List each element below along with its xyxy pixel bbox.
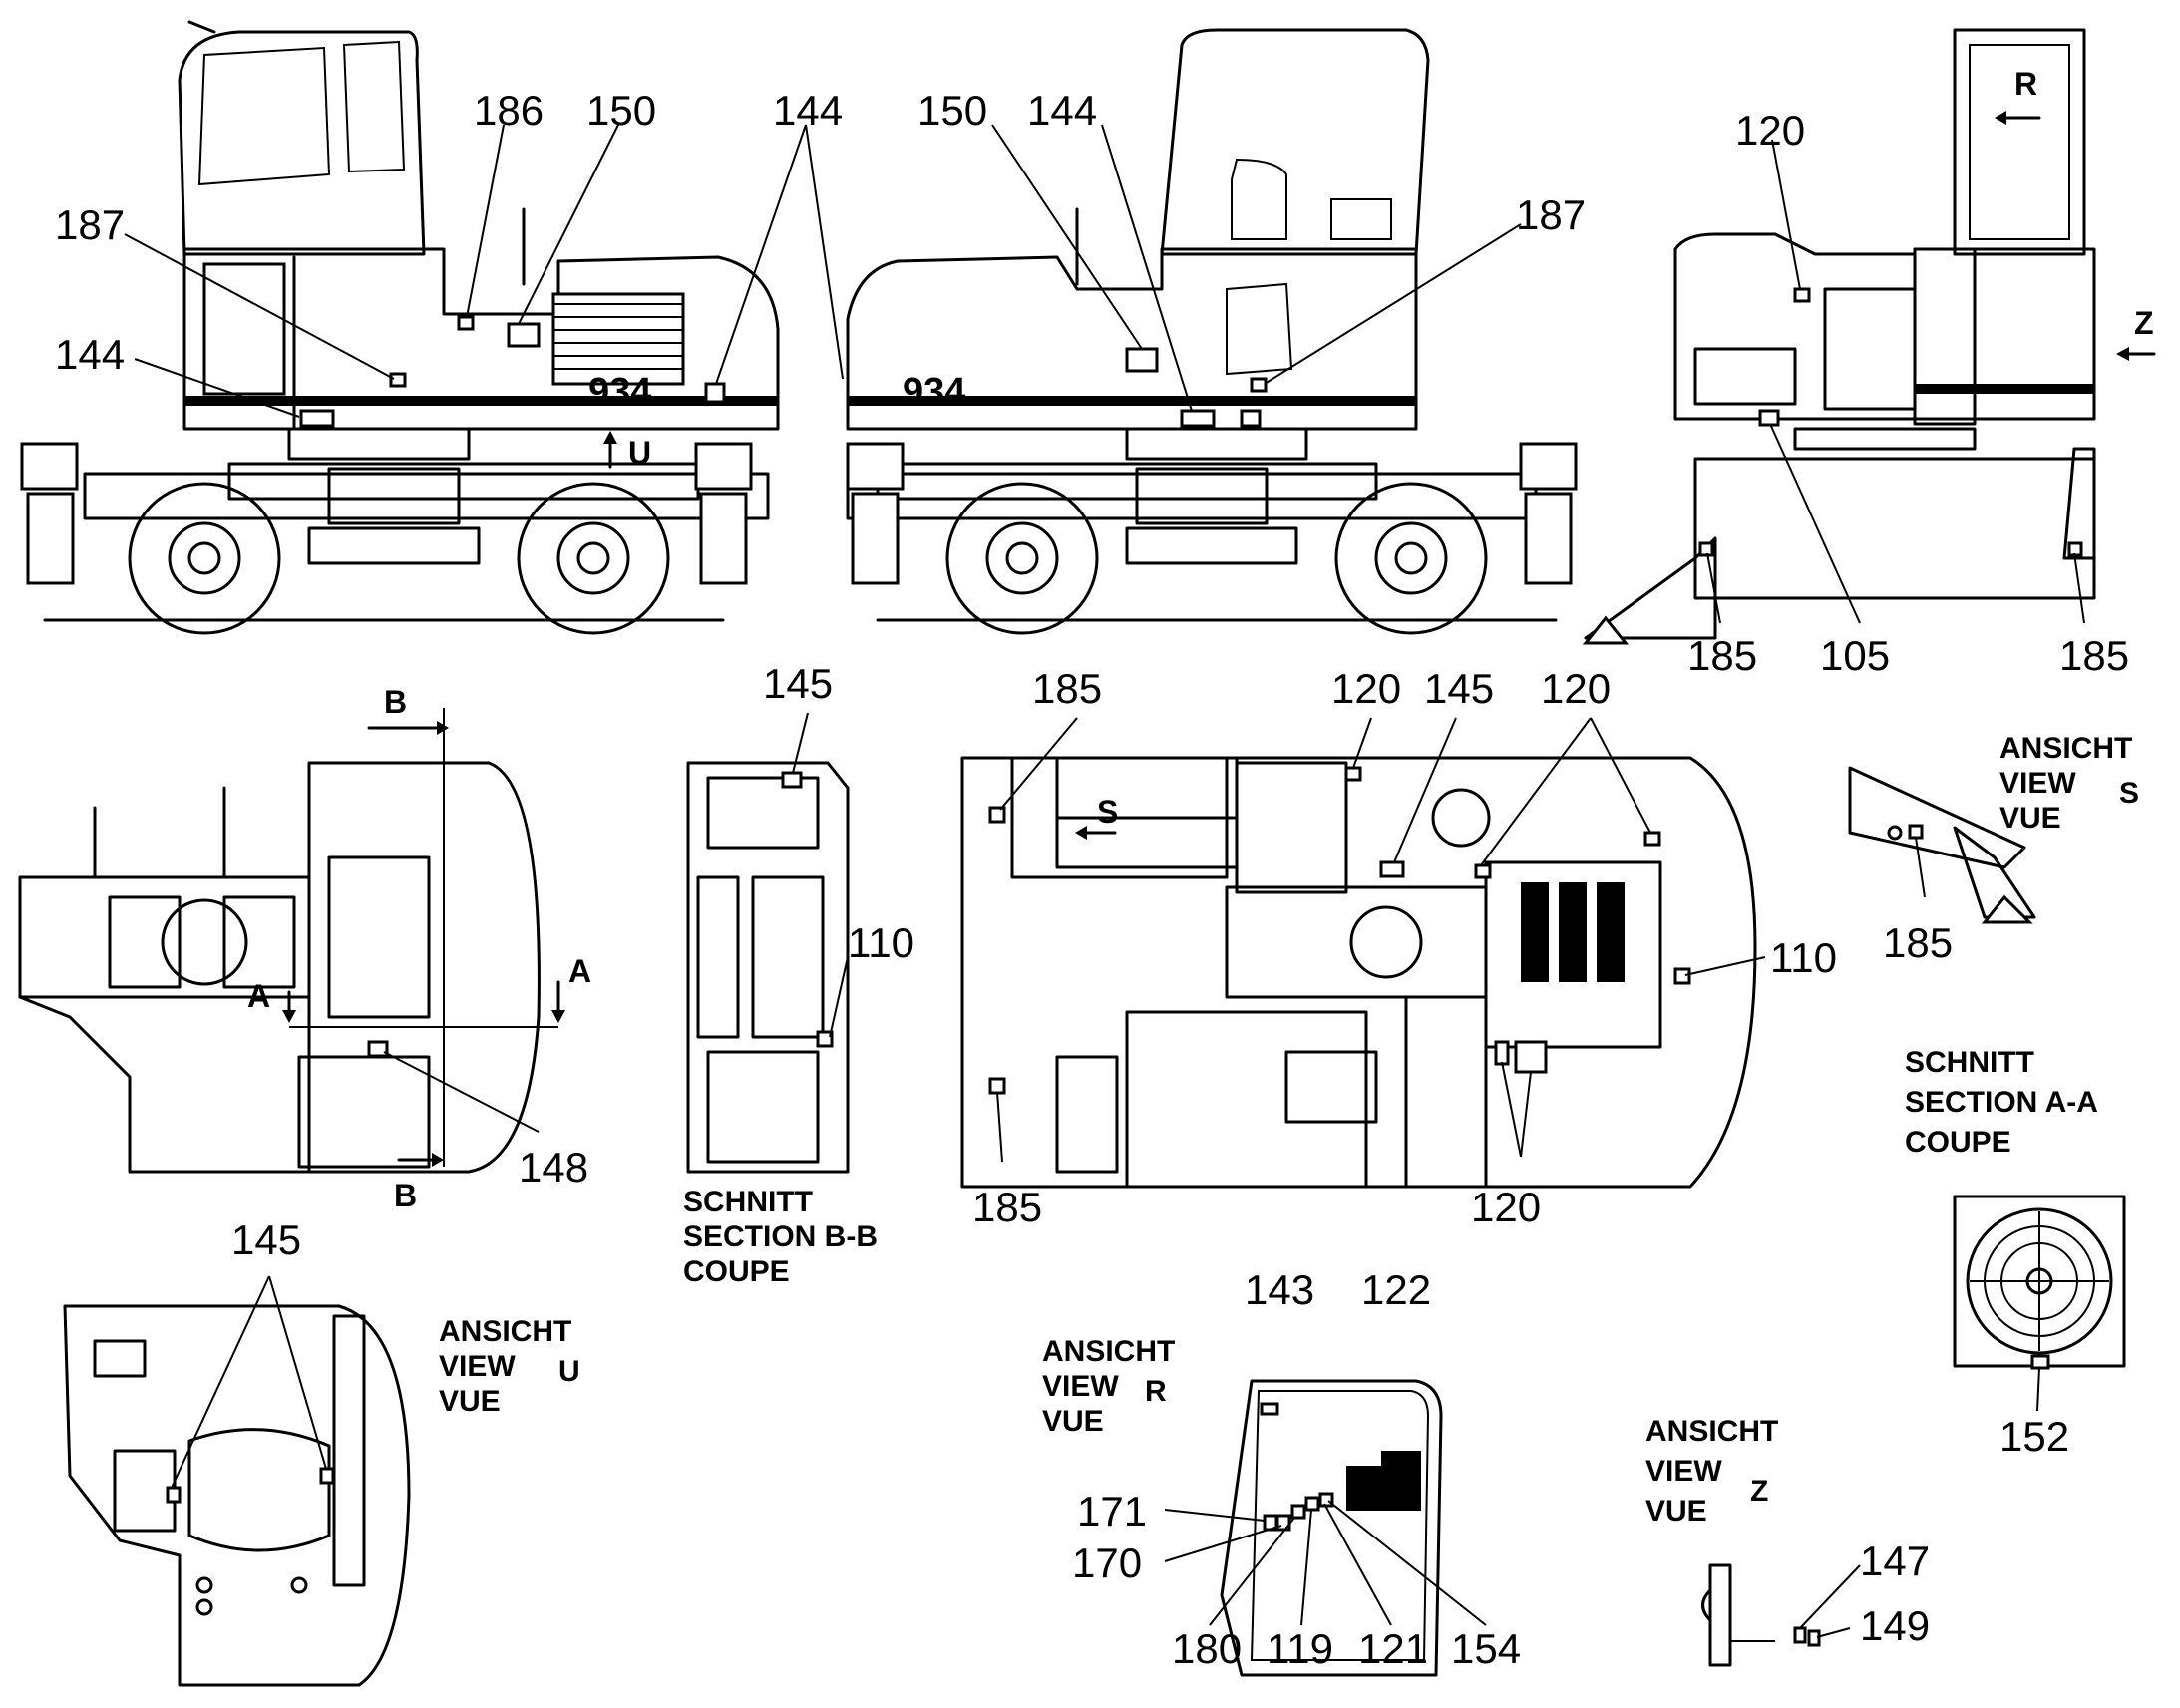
caption-line: VIEW <box>439 1350 516 1383</box>
callout-170: 170 <box>1072 1539 1142 1586</box>
view-s-marker: S <box>1097 794 1118 830</box>
view-u-detail <box>63 1304 411 1687</box>
callout-144: 144 <box>55 331 125 378</box>
callout-110: 110 <box>1770 934 1837 981</box>
callout-150: 150 <box>917 87 987 134</box>
callout-186: 186 <box>474 87 544 134</box>
callout-119: 119 <box>1267 1625 1333 1672</box>
caption-line: COUPE <box>1905 1126 2011 1159</box>
top-view-left: B B A A <box>18 684 591 1213</box>
caption-line: ANSICHT <box>439 1315 571 1348</box>
caption-view-s: ANSICHT VIEW VUE S <box>1999 732 2139 835</box>
callout-145: 145 <box>231 1216 301 1263</box>
callout-187: 187 <box>1516 191 1586 238</box>
callouts: 187 186 150 144 144 150 144 187 120 185 … <box>55 87 2129 1672</box>
callout-185: 185 <box>1687 632 1757 679</box>
caption-line: VIEW <box>1042 1370 1119 1403</box>
caption-section-bb: SCHNITT SECTION B-B COUPE <box>683 1186 878 1288</box>
caption-letter: U <box>558 1355 580 1388</box>
callout-145: 145 <box>763 660 833 707</box>
caption-line: ANSICHT <box>1999 732 2132 765</box>
caption-letter: Z <box>1750 1475 1768 1508</box>
caption-line: SECTION A-A <box>1905 1086 2098 1119</box>
view-z-marker: Z <box>2134 305 2154 341</box>
caption-view-r: ANSICHT VIEW VUE R <box>1042 1335 1175 1438</box>
callout-150: 150 <box>586 87 656 134</box>
caption-line: VUE <box>1999 802 2061 835</box>
caption-letter: R <box>1145 1375 1167 1408</box>
callout-120: 120 <box>1331 665 1401 712</box>
model-badge-right: 934 <box>903 371 965 413</box>
top-view-center: S <box>960 756 1757 1189</box>
view-s-detail <box>1848 766 2036 924</box>
view-r-marker: R <box>2014 66 2037 102</box>
callout-143: 143 <box>1245 1266 1314 1313</box>
callout-120: 120 <box>1471 1184 1541 1230</box>
callout-149: 149 <box>1860 1602 1930 1649</box>
caption-letter: S <box>2119 777 2139 810</box>
caption-view-z: ANSICHT VIEW VUE Z <box>1645 1415 1778 1528</box>
view-z-detail <box>1701 1563 1821 1667</box>
caption-line: SECTION B-B <box>683 1220 878 1253</box>
caption-line: COUPE <box>683 1255 790 1288</box>
section-bb <box>686 761 850 1174</box>
callout-185: 185 <box>2059 632 2129 679</box>
callout-121: 121 <box>1358 1625 1428 1672</box>
caption-line: ANSICHT <box>1042 1335 1175 1368</box>
callout-171: 171 <box>1077 1488 1147 1535</box>
leader-lines <box>124 124 2085 1638</box>
callout-148: 148 <box>519 1144 588 1191</box>
callout-144: 144 <box>1027 87 1097 134</box>
callout-154: 154 <box>1451 1625 1521 1672</box>
callout-180: 180 <box>1172 1625 1242 1672</box>
caption-line: ANSICHT <box>1645 1415 1778 1448</box>
caption-line: VUE <box>1042 1405 1104 1438</box>
callout-105: 105 <box>1820 632 1890 679</box>
section-a-marker-left: A <box>247 978 270 1014</box>
side-view-left: 934 U <box>20 20 780 635</box>
caption-line: SCHNITT <box>1905 1046 2034 1079</box>
callout-145: 145 <box>1424 665 1494 712</box>
caption-line: SCHNITT <box>683 1186 813 1218</box>
caption-line: VIEW <box>1645 1455 1722 1488</box>
model-badge-left: 934 <box>588 371 651 413</box>
callout-185: 185 <box>972 1184 1042 1230</box>
callout-185: 185 <box>1883 919 1953 966</box>
section-b-marker-bottom: B <box>394 1178 417 1213</box>
view-r-detail <box>1220 1379 1443 1677</box>
callout-144: 144 <box>773 87 843 134</box>
callout-185: 185 <box>1032 665 1102 712</box>
callout-122: 122 <box>1361 1266 1431 1313</box>
caption-line: VUE <box>1645 1495 1707 1528</box>
caption-line: VUE <box>439 1385 501 1418</box>
section-a-marker-right: A <box>568 953 591 989</box>
callout-110: 110 <box>848 919 914 966</box>
callout-187: 187 <box>55 201 125 248</box>
callout-147: 147 <box>1860 1537 1930 1584</box>
callout-120: 120 <box>1735 107 1805 154</box>
caption-view-u: ANSICHT VIEW VUE U <box>439 1315 580 1418</box>
side-view-right: 934 <box>846 28 1578 635</box>
section-aa-detail <box>1953 1195 2126 1370</box>
caption-section-aa: SCHNITT SECTION A-A COUPE <box>1905 1046 2098 1159</box>
callout-152: 152 <box>1999 1413 2069 1460</box>
callout-120: 120 <box>1541 665 1611 712</box>
caption-line: VIEW <box>1999 767 2076 800</box>
view-u-marker: U <box>628 435 651 471</box>
front-view: R Z <box>1582 28 2156 645</box>
section-b-marker-top: B <box>384 684 407 720</box>
